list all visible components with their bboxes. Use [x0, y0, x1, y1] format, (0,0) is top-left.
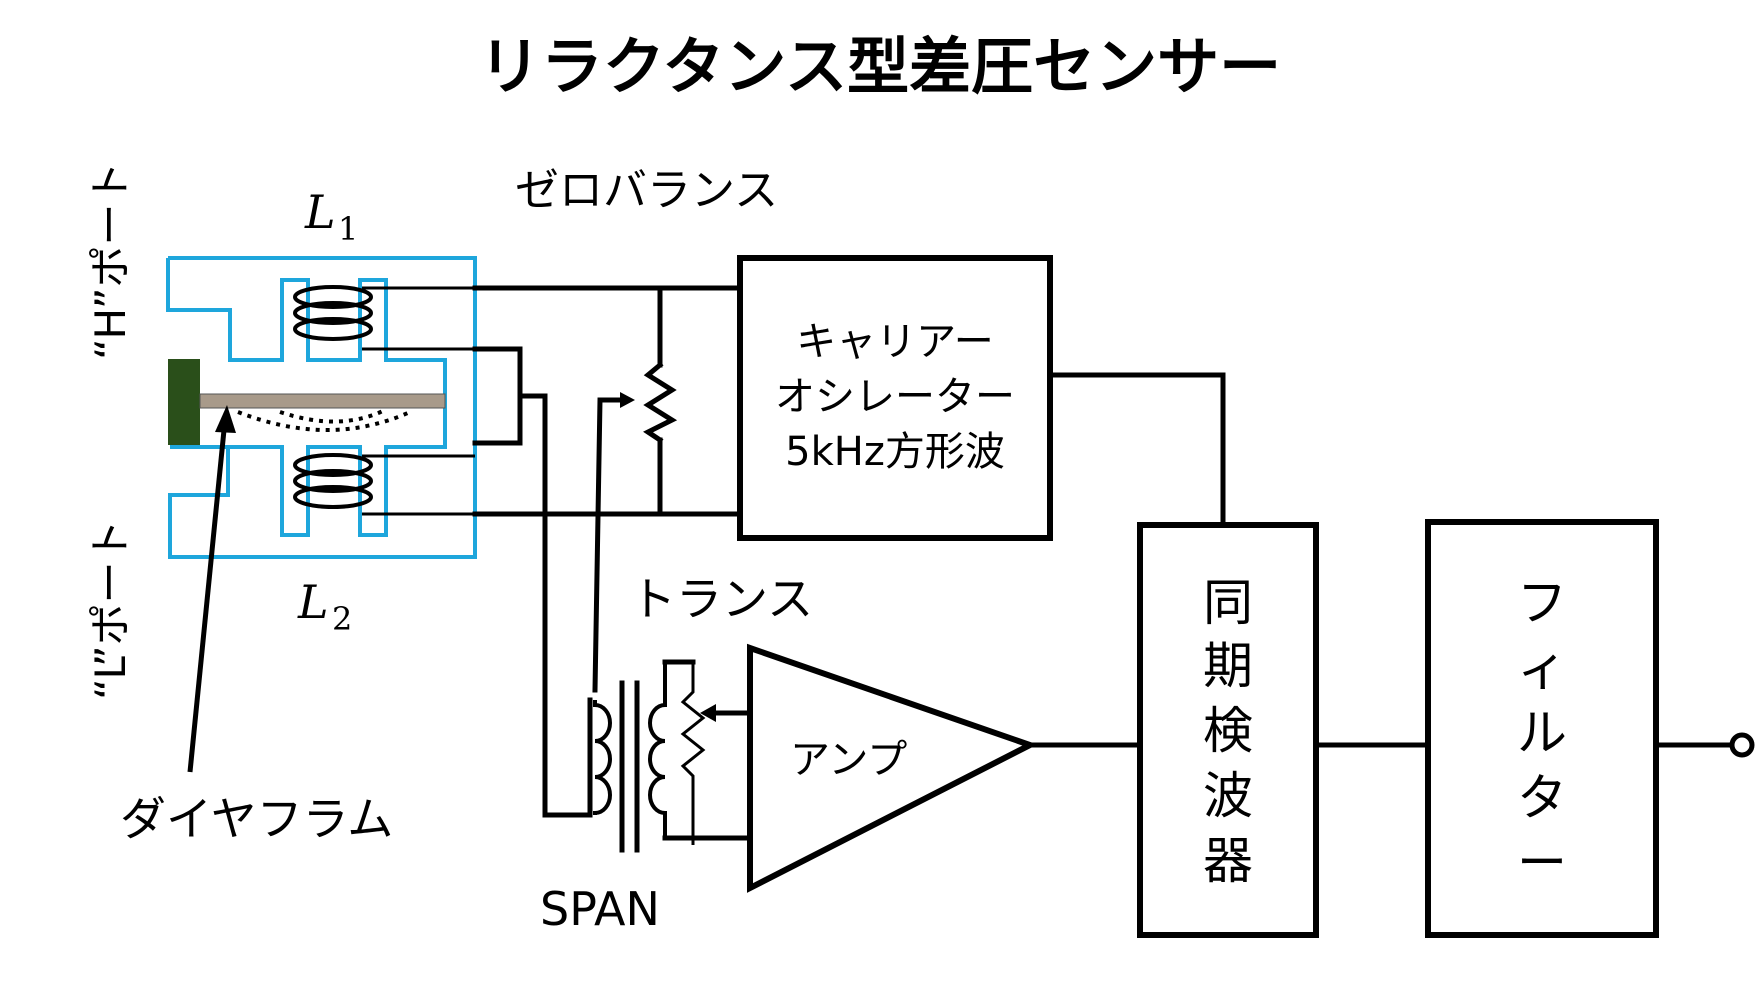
deflection-arc-outer: [237, 410, 411, 432]
svg-text:L: L: [304, 185, 336, 239]
sensor-body: [166, 256, 477, 559]
svg-text:同: 同: [1203, 574, 1253, 632]
amplifier: アンプ: [747, 643, 1038, 893]
l2-label: L 2: [297, 575, 352, 638]
output-terminal[interactable]: [1729, 732, 1755, 758]
svg-text:検: 検: [1203, 702, 1253, 760]
oscillator-to-detector-wire: [1047, 372, 1226, 528]
svg-text:波: 波: [1203, 767, 1253, 825]
svg-text:1: 1: [338, 210, 358, 248]
svg-text:オシレーター: オシレーター: [775, 374, 1015, 420]
svg-text:器: 器: [1203, 832, 1253, 890]
coil-l2: [293, 453, 373, 509]
deflection-arc-inner: [279, 408, 386, 424]
svg-text:期: 期: [1203, 637, 1253, 695]
diaphragm: [199, 393, 446, 409]
carrier-oscillator-block: キャリアー オシレーター 5kHz方形波: [737, 255, 1053, 541]
diaphragm-mount: [168, 359, 200, 445]
svg-text:ィ: ィ: [1517, 639, 1567, 697]
coil-l1: [293, 285, 373, 341]
zero-balance-label: ゼロバランス: [515, 165, 778, 216]
svg-text:タ: タ: [1517, 769, 1567, 827]
transformer: [593, 659, 706, 853]
diaphragm-pointer-arrow: [187, 405, 236, 773]
sync-detector-block: 同 期 検 波 器: [1137, 522, 1319, 938]
diagram-title: リラクタンス型差圧センサー: [479, 30, 1281, 103]
l-port-label: “L”ポート: [86, 519, 135, 700]
svg-text:2: 2: [332, 600, 352, 638]
svg-text:キャリアー: キャリアー: [796, 319, 994, 365]
zero-balance-wiper: [592, 392, 635, 693]
svg-text:ル: ル: [1517, 704, 1567, 762]
svg-text:L: L: [297, 575, 329, 629]
svg-text:5kHz方形波: 5kHz方形波: [785, 429, 1005, 475]
svg-text:アンプ: アンプ: [790, 737, 907, 783]
h-port-label: “H”ポート: [86, 161, 135, 360]
span-wiper[interactable]: [700, 704, 751, 722]
l1-label: L 1: [304, 185, 358, 248]
svg-text:ー: ー: [1517, 834, 1567, 892]
diaphragm-label: ダイヤフラム: [120, 792, 393, 846]
zero-balance-pot[interactable]: [643, 285, 678, 517]
coil-wiring: [362, 285, 743, 818]
transformer-label: トランス: [630, 572, 813, 626]
svg-text:フ: フ: [1517, 574, 1567, 632]
span-label: SPAN: [540, 882, 660, 936]
filter-block: フ ィ ル タ ー: [1425, 519, 1659, 938]
